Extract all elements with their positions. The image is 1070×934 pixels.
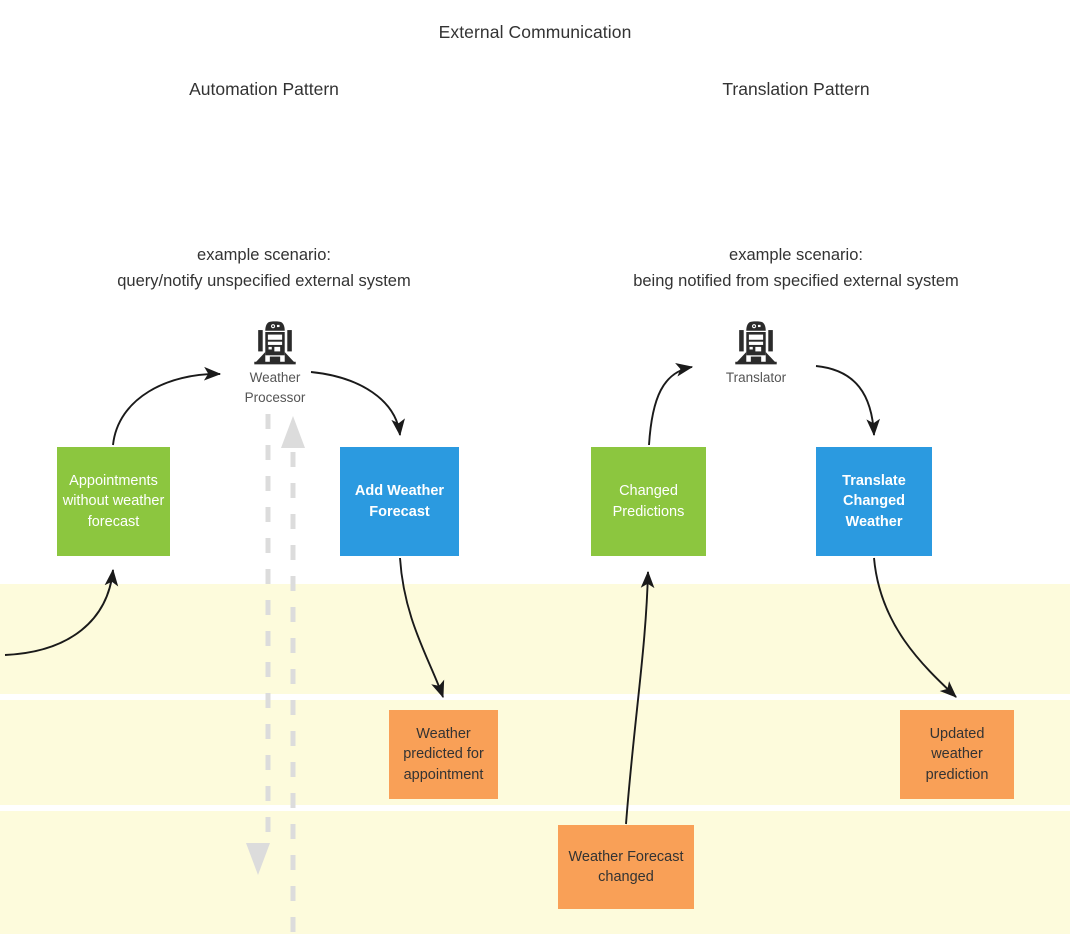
scenario-caption-automation-line2: query/notify unspecified external system — [117, 272, 411, 290]
scenario-caption-automation-line1: example scenario: — [197, 246, 331, 264]
scenario-caption-translation-line1: example scenario: — [729, 246, 863, 264]
actor-weather-processor-label: Weather Processor — [205, 368, 345, 408]
actor-weather-processor-label-line1: Weather — [249, 370, 301, 385]
actor-weather-processor-label-line2: Processor — [244, 390, 306, 405]
scenario-caption-automation: example scenario: query/notify unspecifi… — [24, 242, 504, 294]
droid-icon — [254, 321, 296, 365]
droid-icon — [735, 321, 777, 365]
node-updated-weather-prediction[interactable]: Updated weather prediction — [900, 710, 1014, 799]
actor-translator-label: Translator — [725, 370, 787, 385]
actor-weather-processor[interactable]: Weather Processor — [205, 321, 345, 408]
scenario-caption-translation: example scenario: being notified from sp… — [556, 242, 1036, 294]
node-add-weather-forecast[interactable]: Add Weather Forecast — [340, 447, 459, 556]
actor-translator[interactable]: Translator — [686, 321, 826, 388]
scenario-caption-translation-line2: being notified from specified external s… — [633, 272, 959, 290]
swimlane-band-1 — [0, 584, 1070, 694]
node-weather-forecast-changed[interactable]: Weather Forecast changed — [558, 825, 694, 909]
node-translate-changed-weather[interactable]: Translate Changed Weather — [816, 447, 932, 556]
node-appointments[interactable]: Appointments without weather forecast — [57, 447, 170, 556]
node-changed-predictions[interactable]: Changed Predictions — [591, 447, 706, 556]
diagram-title: External Communication — [438, 22, 632, 42]
connector-appointments-to-weather-processor — [112, 366, 222, 446]
pattern-title-translation: Translation Pattern — [722, 79, 870, 99]
node-weather-predicted-for-appointment[interactable]: Weather predicted for appointment — [389, 710, 498, 799]
pattern-title-automation: Automation Pattern — [189, 79, 339, 99]
swimlane-band-2 — [0, 700, 1070, 805]
swimlane-band-3 — [0, 811, 1070, 934]
